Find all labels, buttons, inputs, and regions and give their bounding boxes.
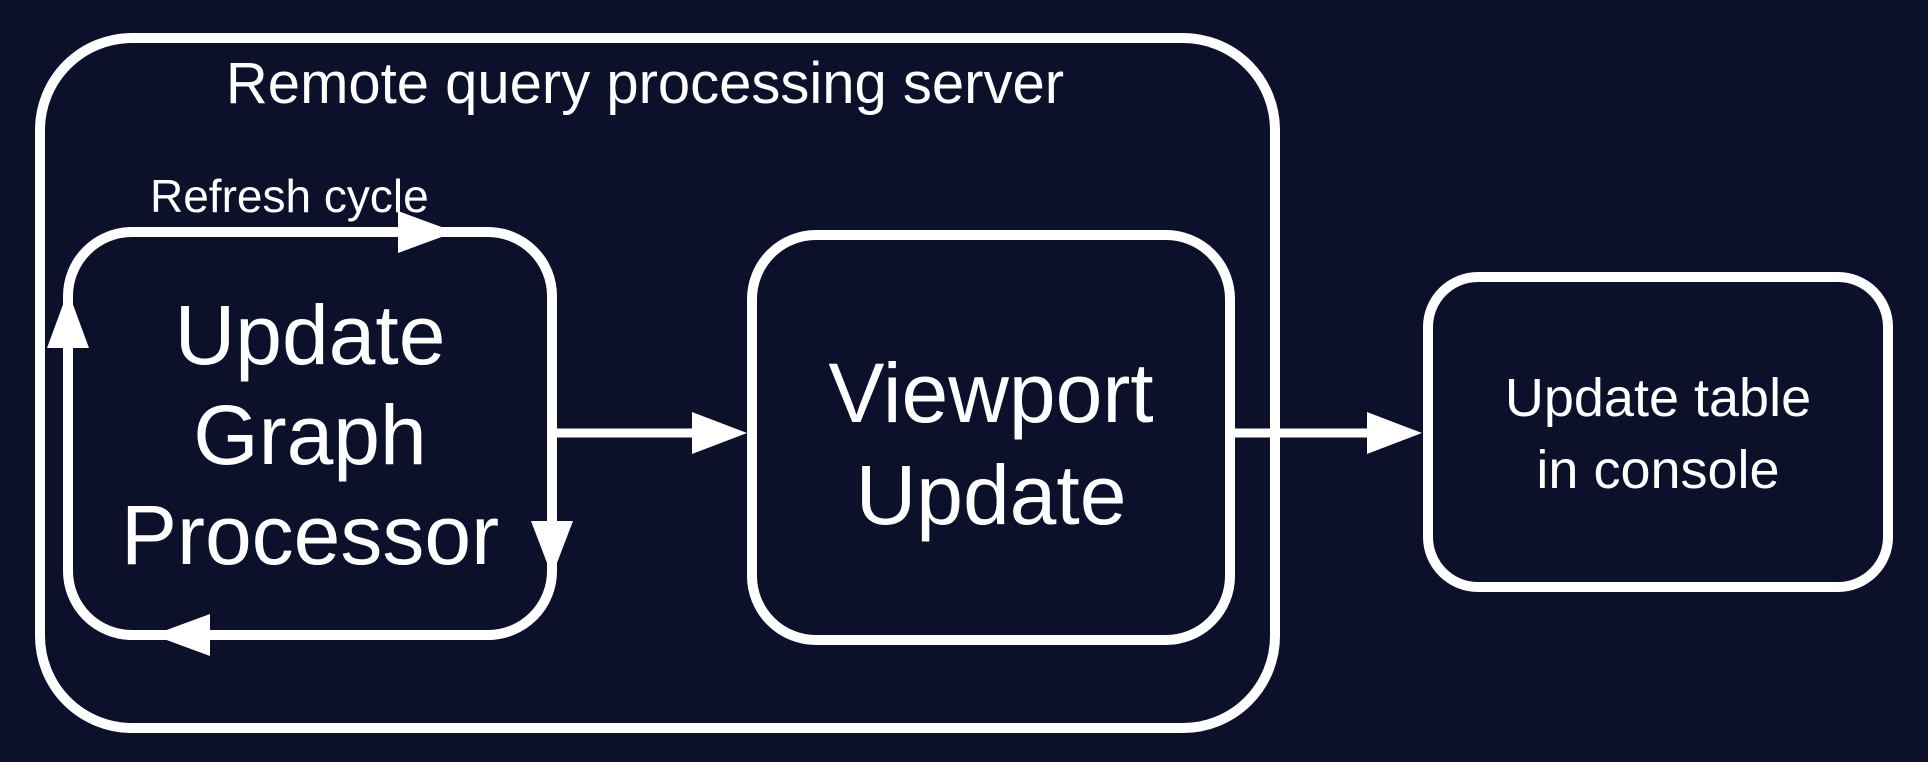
edge-ugp-to-viewport	[552, 412, 747, 454]
edge-viewport-to-table-arrowhead	[1367, 412, 1422, 454]
node-update-table-in-console: Update table in console	[1423, 272, 1893, 592]
server-group-box	[35, 33, 1280, 733]
update-table-label-line1: Update table	[1505, 368, 1811, 428]
node-viewport-update: Viewport Update	[747, 230, 1235, 645]
update-graph-processor-label-line2: Graph	[193, 388, 426, 482]
edge-viewport-to-table	[1230, 412, 1422, 454]
refresh-cycle-arrowhead-down	[531, 521, 573, 576]
server-group: Remote query processing server	[35, 33, 1280, 733]
refresh-cycle-arrowhead-right	[398, 211, 455, 253]
node-update-graph-processor: Refresh cycle Update Graph Processor	[47, 170, 573, 656]
update-graph-processor-label-line1: Update	[175, 288, 446, 382]
viewport-update-label-line2: Update	[856, 448, 1127, 542]
server-group-title: Remote query processing server	[226, 51, 1064, 116]
refresh-cycle-arrowhead-up	[47, 291, 89, 348]
edge-ugp-to-viewport-arrowhead	[692, 412, 747, 454]
viewport-update-label-line1: Viewport	[828, 346, 1153, 440]
update-table-box	[1423, 272, 1893, 592]
update-table-label-line2: in console	[1536, 440, 1779, 500]
update-graph-processor-label-line3: Processor	[121, 488, 499, 582]
refresh-cycle-arrowhead-left	[153, 614, 210, 656]
refresh-cycle-label: Refresh cycle	[150, 170, 429, 222]
